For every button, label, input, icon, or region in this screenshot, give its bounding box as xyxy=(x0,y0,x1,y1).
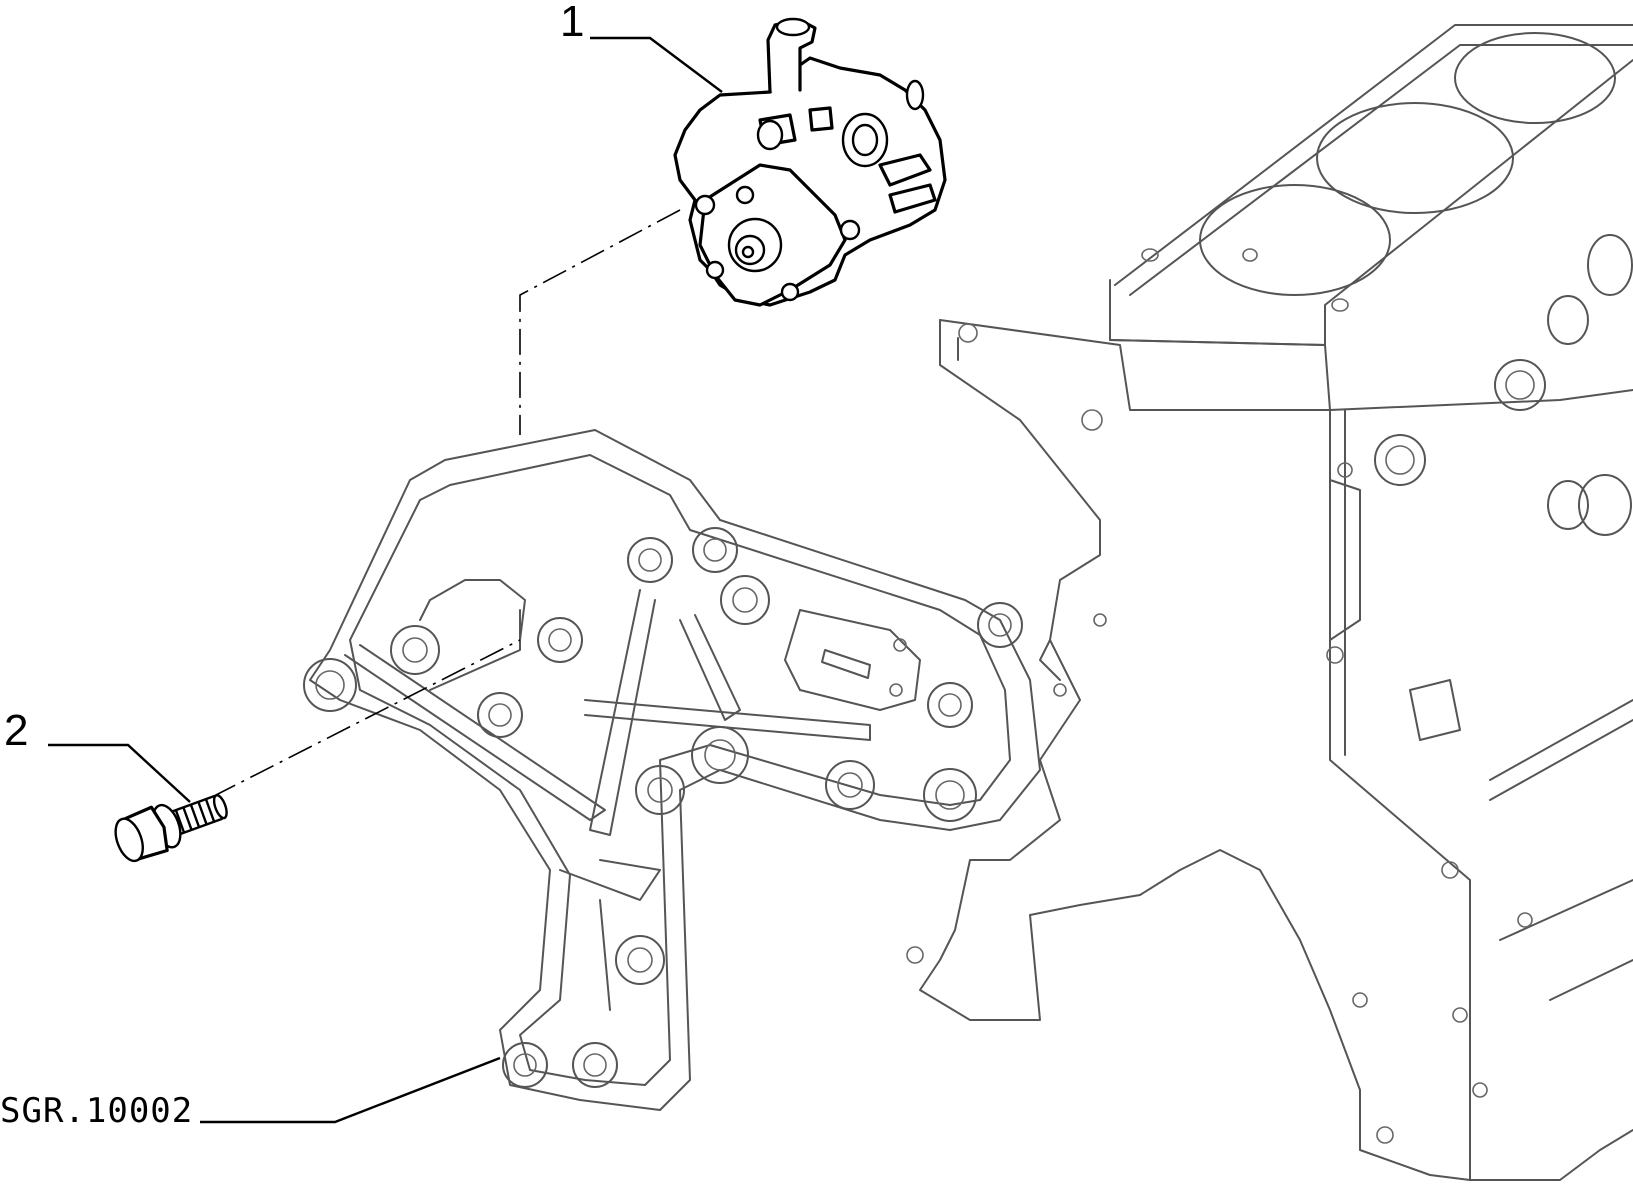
power-steering-pump xyxy=(673,17,947,307)
pump-mounting-bracket xyxy=(303,429,1041,1111)
diagram-reference-code: SGR.10002 xyxy=(0,1091,193,1131)
assembly-axis-lines xyxy=(211,209,681,798)
callout-label-1: 1 xyxy=(560,0,584,46)
leader-line-code xyxy=(200,1056,501,1124)
bolt xyxy=(114,794,228,863)
leader-line-1 xyxy=(590,36,723,93)
timing-cover xyxy=(906,319,1533,1181)
callout-label-2: 2 xyxy=(4,706,28,755)
leader-lines xyxy=(48,36,723,1124)
leader-line-2 xyxy=(48,743,191,803)
engine-block xyxy=(1109,24,1633,1181)
